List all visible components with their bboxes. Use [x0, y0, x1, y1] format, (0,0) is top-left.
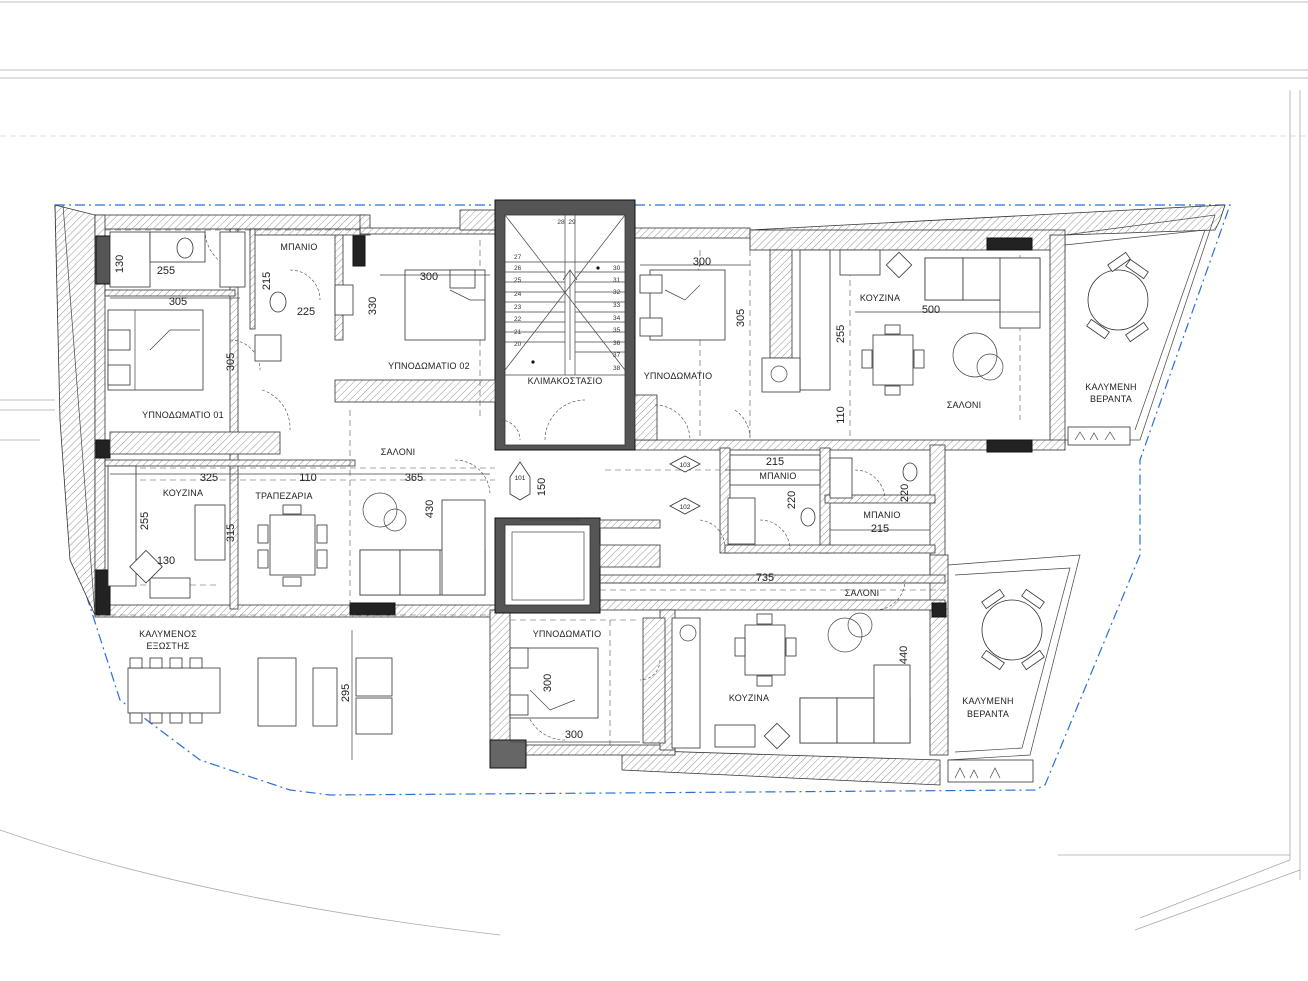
stair-number: 31	[613, 277, 621, 284]
dimension-label: 365	[405, 472, 423, 484]
door-tag: 101	[515, 475, 526, 482]
stair-number: 22	[514, 316, 522, 323]
stair-number: 30	[613, 265, 621, 272]
exterior-outline	[54, 204, 1226, 786]
ceiling-lines	[100, 229, 1021, 745]
stair-number: 37	[613, 352, 621, 359]
sofas	[359, 257, 1041, 744]
wardrobes	[109, 249, 793, 744]
stair-step-numbers: 28 29 27 26 25 24 23 22 21 20 30 31 32 3…	[514, 219, 621, 372]
dimension-label: 325	[200, 472, 218, 484]
bathroom-fixtures	[109, 231, 918, 545]
dimension-labels: 130 255 215 225 330 300 305 305 300 305 …	[114, 255, 940, 741]
door-tag: 102	[680, 504, 691, 511]
dimension-label: 305	[169, 296, 187, 308]
stair-number: 27	[514, 254, 522, 261]
dimension-label: 300	[565, 729, 583, 741]
dimension-label: 215	[871, 523, 889, 535]
stair-number: 23	[514, 304, 522, 311]
tables	[127, 251, 1149, 735]
dimension-label: 255	[139, 512, 151, 530]
room-label: ΥΠΝΟΔΩΜΑΤΙΟ	[644, 371, 713, 381]
room-label: ΥΠΝΟΔΩΜΑΤΙΟ 01	[142, 410, 224, 420]
room-label: ΚΟΥΖΙΝΑ	[860, 293, 900, 303]
room-label: ΣΑΛΟΝΙ	[845, 588, 880, 598]
dimension-label: 500	[922, 304, 940, 316]
room-label: ΜΠΑΝΙΟ	[759, 471, 796, 481]
room-label: ΚΑΛΥΜΕΝΗ	[1085, 382, 1136, 392]
dimension-label: 130	[157, 555, 175, 567]
dimension-lines	[110, 264, 1040, 760]
dimension-label: 220	[786, 491, 798, 509]
stair-number: 35	[613, 327, 621, 334]
dimension-label: 735	[756, 572, 774, 584]
room-label: ΚΛΙΜΑΚΟΣΤΑΣΙΟ	[528, 376, 603, 386]
room-label: ΣΑΛΟΝΙ	[381, 447, 416, 457]
site-boundary-lines	[0, 1, 1308, 936]
dimension-label: 130	[114, 255, 126, 273]
dimension-label: 300	[693, 256, 711, 268]
room-label: ΤΡΑΠΕΖΑΡΙΑ	[255, 491, 312, 501]
room-label: ΜΠΑΝΙΟ	[280, 242, 317, 252]
room-label: ΚΑΛΥΜΕΝΗ	[962, 696, 1013, 706]
dimension-label: 305	[735, 309, 747, 327]
kitchen-counters	[107, 249, 913, 750]
stair-number: 29	[568, 219, 576, 226]
dimension-label: 215	[766, 456, 784, 468]
door-tag: 103	[680, 462, 691, 469]
room-label: ΚΟΥΖΙΝΑ	[729, 693, 769, 703]
door-tag-labels: 101 102 103	[515, 462, 691, 511]
beds	[107, 269, 726, 719]
dimension-label: 110	[299, 472, 317, 484]
dimension-label: 295	[340, 684, 352, 702]
dimension-label: 255	[157, 265, 175, 277]
dimension-label: 430	[424, 500, 436, 518]
stair-number: 36	[613, 340, 621, 347]
dimension-label: 150	[536, 478, 548, 496]
stair-number: 20	[514, 341, 522, 348]
stair-number: 33	[613, 302, 621, 309]
stair-number: 24	[514, 291, 522, 298]
dimension-label: 255	[835, 325, 847, 343]
stair-number: 32	[613, 289, 621, 296]
door-tag-shapes	[509, 455, 701, 515]
stair-number: 21	[514, 329, 522, 336]
dimension-label: 300	[420, 271, 438, 283]
dimension-label: 110	[835, 406, 847, 424]
room-labels: ΜΠΑΝΙΟ ΥΠΝΟΔΩΜΑΤΙΟ 01 ΥΠΝΟΔΩΜΑΤΙΟ 02 ΚΛΙ…	[139, 242, 1136, 719]
dimension-label: 215	[261, 272, 273, 290]
dimension-label: 330	[367, 297, 379, 315]
stair-number: 28	[557, 219, 565, 226]
dimension-label: 220	[899, 484, 911, 502]
stair-number: 26	[514, 265, 522, 272]
room-label: ΒΕΡΑΝΤΑ	[1090, 394, 1132, 404]
room-label: ΚΑΛΥΜΕΝΟΣ	[139, 629, 197, 639]
stair-core	[494, 199, 636, 451]
dimension-label: 440	[898, 646, 910, 664]
stair-number: 25	[514, 277, 522, 284]
room-label: ΥΠΝΟΔΩΜΑΤΙΟ	[533, 629, 602, 639]
dimension-label: 315	[225, 524, 237, 542]
dimension-label: 225	[297, 306, 315, 318]
room-label: ΒΕΡΑΝΤΑ	[967, 709, 1009, 719]
stair-number: 34	[613, 315, 621, 322]
room-label: ΣΑΛΟΝΙ	[947, 400, 982, 410]
room-label: ΜΠΑΝΙΟ	[863, 510, 900, 520]
room-label: ΥΠΝΟΔΩΜΑΤΙΟ 02	[388, 361, 470, 371]
dimension-label: 300	[542, 674, 554, 692]
stair-number: 38	[613, 365, 621, 372]
room-label: ΕΞΩΣΤΗΣ	[146, 641, 189, 651]
room-label: ΚΟΥΖΙΝΑ	[163, 488, 203, 498]
building-walls	[94, 209, 1066, 769]
planters	[947, 426, 1131, 783]
dimension-label: 305	[225, 353, 237, 371]
elevator	[494, 517, 601, 614]
